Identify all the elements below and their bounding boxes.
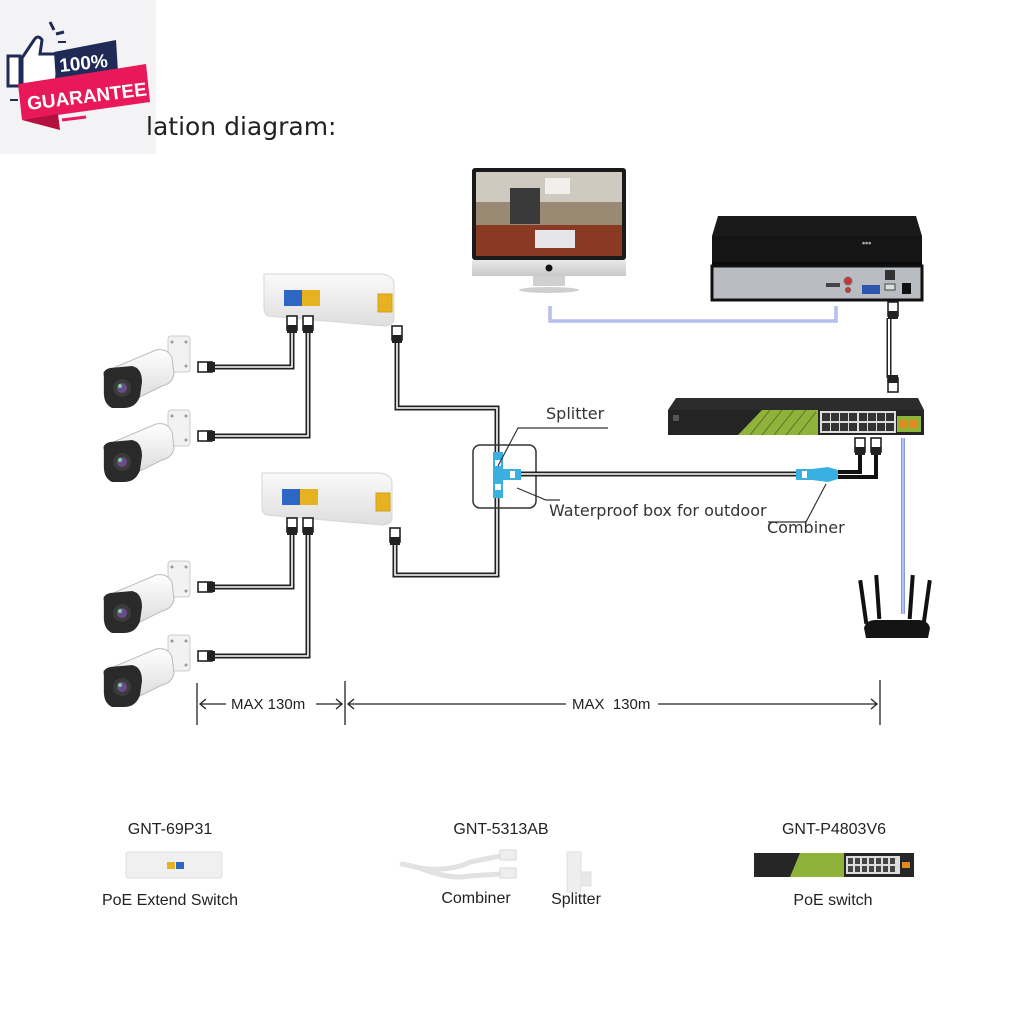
product-3-name: PoE switch: [793, 892, 872, 909]
combiner: [796, 437, 882, 482]
camera-cables-bottom: [197, 517, 314, 662]
splitter-callout: Splitter: [497, 404, 608, 467]
product-1-image: [125, 851, 223, 879]
camera-cables-top: [197, 315, 314, 442]
camera-1: [103, 335, 191, 409]
waterproof-box-label: Waterproof box for outdoor: [549, 501, 767, 520]
guarantee-badge: 100% GUARANTEE: [0, 0, 156, 154]
camera-3: [103, 560, 191, 634]
product-2-splitter-name: Splitter: [551, 891, 601, 908]
splitter: [493, 452, 521, 498]
nvr-recorder: ●●●: [710, 216, 924, 302]
wireless-router: [858, 574, 932, 638]
product-1-name: PoE Extend Switch: [102, 892, 238, 909]
camera-2: [103, 409, 191, 483]
product-2-combiner-name: Combiner: [441, 890, 511, 907]
monitor: [472, 168, 626, 293]
product-3-image: [754, 853, 914, 877]
nvr-switch-cable: [886, 301, 899, 393]
diagram-title: lation diagram:: [146, 112, 337, 141]
poe-extend-switch-bottom: [261, 472, 393, 526]
splitter-label: Splitter: [546, 404, 605, 423]
uplink-cables: [389, 325, 500, 578]
svg-text:●●●: ●●●: [862, 241, 871, 245]
distance-dimensions: [196, 680, 881, 725]
thumbs-up-icon: [6, 21, 66, 90]
distance-left-label: MAX 130m: [231, 696, 305, 713]
product-1-model: GNT-69P31: [128, 821, 213, 838]
poe-switch: [668, 398, 924, 436]
product-2-splitter-image: [566, 851, 592, 893]
distance-right-label: MAX 130m: [572, 696, 650, 713]
product-legend: GNT-69P31 PoE Extend Switch GNT-5313AB C…: [102, 821, 914, 909]
camera-4: [103, 634, 191, 708]
product-2-model: GNT-5313AB: [453, 821, 548, 838]
combiner-callout: Combiner: [767, 483, 845, 537]
video-link-cable: [548, 306, 838, 323]
product-2-combiner-image: [399, 849, 517, 880]
combiner-label: Combiner: [767, 518, 845, 537]
poe-extend-switch-top: [263, 273, 395, 327]
waterproof-callout: Waterproof box for outdoor: [516, 487, 767, 520]
product-3-model: GNT-P4803V6: [782, 821, 886, 838]
